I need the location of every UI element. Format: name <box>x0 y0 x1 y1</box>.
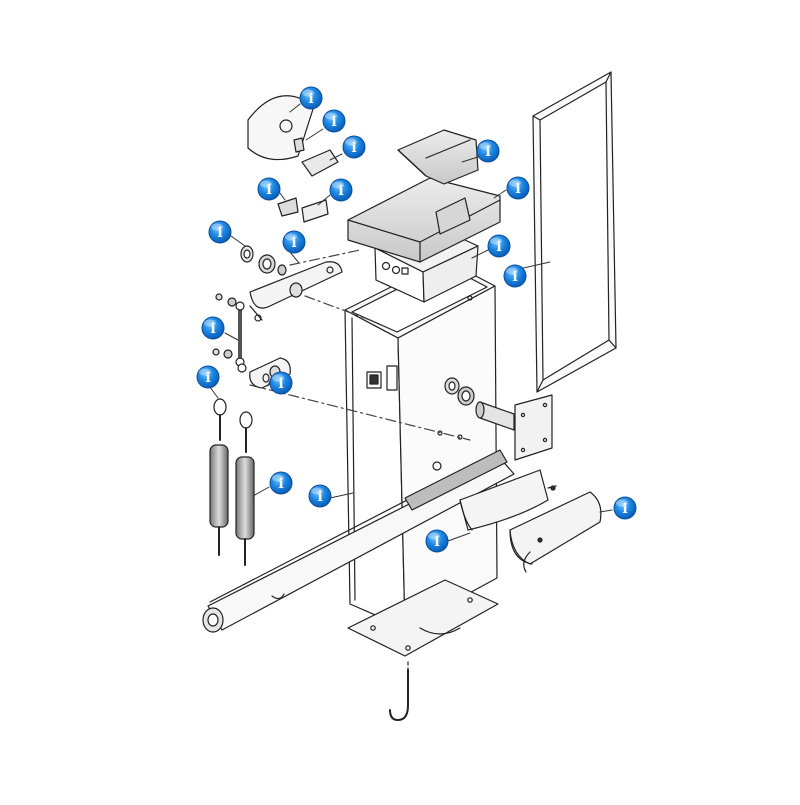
info-icon <box>299 86 323 110</box>
side-panel-drawing <box>532 71 617 393</box>
info-hotspot-boom-cover-a[interactable]: i <box>613 496 637 520</box>
info-hotspot-cover-disc[interactable]: i <box>299 86 323 110</box>
info-glyph: i <box>338 183 343 199</box>
info-icon <box>282 230 306 254</box>
info-icon-highlight <box>260 180 272 188</box>
info-glyph: i <box>496 239 501 255</box>
info-hotspot-limit-switch[interactable]: i <box>342 135 366 159</box>
springs-drawing <box>209 398 255 566</box>
info-icon-highlight <box>479 142 491 150</box>
boom-drawing <box>202 449 515 633</box>
boom-cover-b-drawing <box>509 491 602 573</box>
top-cover-drawing <box>397 129 479 185</box>
info-icon <box>329 178 353 202</box>
info-icon <box>201 316 225 340</box>
info-glyph: i <box>210 321 215 337</box>
info-icon-highlight <box>490 237 502 245</box>
info-icon <box>342 135 366 159</box>
info-icon-highlight <box>285 233 297 241</box>
info-glyph: i <box>278 476 283 492</box>
info-hotspot-cabinet-body[interactable]: i <box>308 484 332 508</box>
info-glyph: i <box>266 182 271 198</box>
info-icon-highlight <box>211 223 223 231</box>
info-icon <box>308 484 332 508</box>
info-icon-highlight <box>345 138 357 146</box>
info-glyph: i <box>317 489 322 505</box>
info-hotspot-motor-pin[interactable]: i <box>322 109 346 133</box>
info-icon-highlight <box>311 487 323 495</box>
info-icon <box>425 529 449 553</box>
info-glyph: i <box>434 534 439 550</box>
info-glyph: i <box>205 370 210 386</box>
info-icon-highlight <box>272 474 284 482</box>
info-icon <box>208 220 232 244</box>
motor-shaft-drawing <box>475 394 553 461</box>
info-glyph: i <box>512 269 517 285</box>
info-icon <box>613 496 637 520</box>
info-hotspot-balance-spring[interactable]: i <box>269 471 293 495</box>
housing-lid-drawing <box>347 177 501 263</box>
info-glyph: i <box>331 114 336 130</box>
info-icon <box>322 109 346 133</box>
info-glyph: i <box>351 140 356 156</box>
crank-arm-drawing <box>249 261 343 322</box>
info-icon <box>506 176 530 200</box>
boom-cover-a-drawing <box>459 469 557 531</box>
info-hotspot-crank-arm[interactable]: i <box>282 230 306 254</box>
info-glyph: i <box>308 91 313 107</box>
info-icon-highlight <box>204 319 216 327</box>
info-icon <box>487 234 511 258</box>
info-icon-highlight <box>199 368 211 376</box>
info-icon-highlight <box>302 89 314 97</box>
info-hotspot-lower-crank[interactable]: i <box>269 371 293 395</box>
info-glyph: i <box>622 501 627 517</box>
info-hotspot-switch-clip[interactable]: i <box>257 177 281 201</box>
bearing-drawing <box>240 245 287 276</box>
top-small-parts-drawing <box>247 95 339 223</box>
info-glyph: i <box>278 376 283 392</box>
info-hotspot-control-unit[interactable]: i <box>487 234 511 258</box>
info-icon-highlight <box>509 179 521 187</box>
connecting-rod-drawing <box>212 293 247 373</box>
info-hotspot-bearing-ring[interactable]: i <box>208 220 232 244</box>
assembly-lines <box>249 249 471 441</box>
info-icon <box>503 264 527 288</box>
info-hotspot-side-panel[interactable]: i <box>503 264 527 288</box>
info-icon <box>476 139 500 163</box>
info-glyph: i <box>515 181 520 197</box>
info-glyph: i <box>217 225 222 241</box>
info-icon <box>269 471 293 495</box>
info-glyph: i <box>291 235 296 251</box>
info-hotspot-rod-end[interactable]: i <box>196 365 220 389</box>
info-icon-highlight <box>506 267 518 275</box>
bearing-seal-drawing <box>444 377 475 406</box>
info-glyph: i <box>485 144 490 160</box>
leader-lines <box>206 103 613 542</box>
info-hotspot-top-cover[interactable]: i <box>476 139 500 163</box>
info-icon <box>196 365 220 389</box>
info-icon-highlight <box>272 374 284 382</box>
info-icon <box>257 177 281 201</box>
info-hotspot-housing-lid[interactable]: i <box>506 176 530 200</box>
info-icon-highlight <box>428 532 440 540</box>
info-hotspot-switch-plate[interactable]: i <box>329 178 353 202</box>
info-hotspot-connecting-rod[interactable]: i <box>201 316 225 340</box>
info-icon-highlight <box>616 499 628 507</box>
info-icon-highlight <box>332 181 344 189</box>
info-icon-highlight <box>325 112 337 120</box>
info-icon <box>269 371 293 395</box>
info-hotspot-boom-profile[interactable]: i <box>425 529 449 553</box>
